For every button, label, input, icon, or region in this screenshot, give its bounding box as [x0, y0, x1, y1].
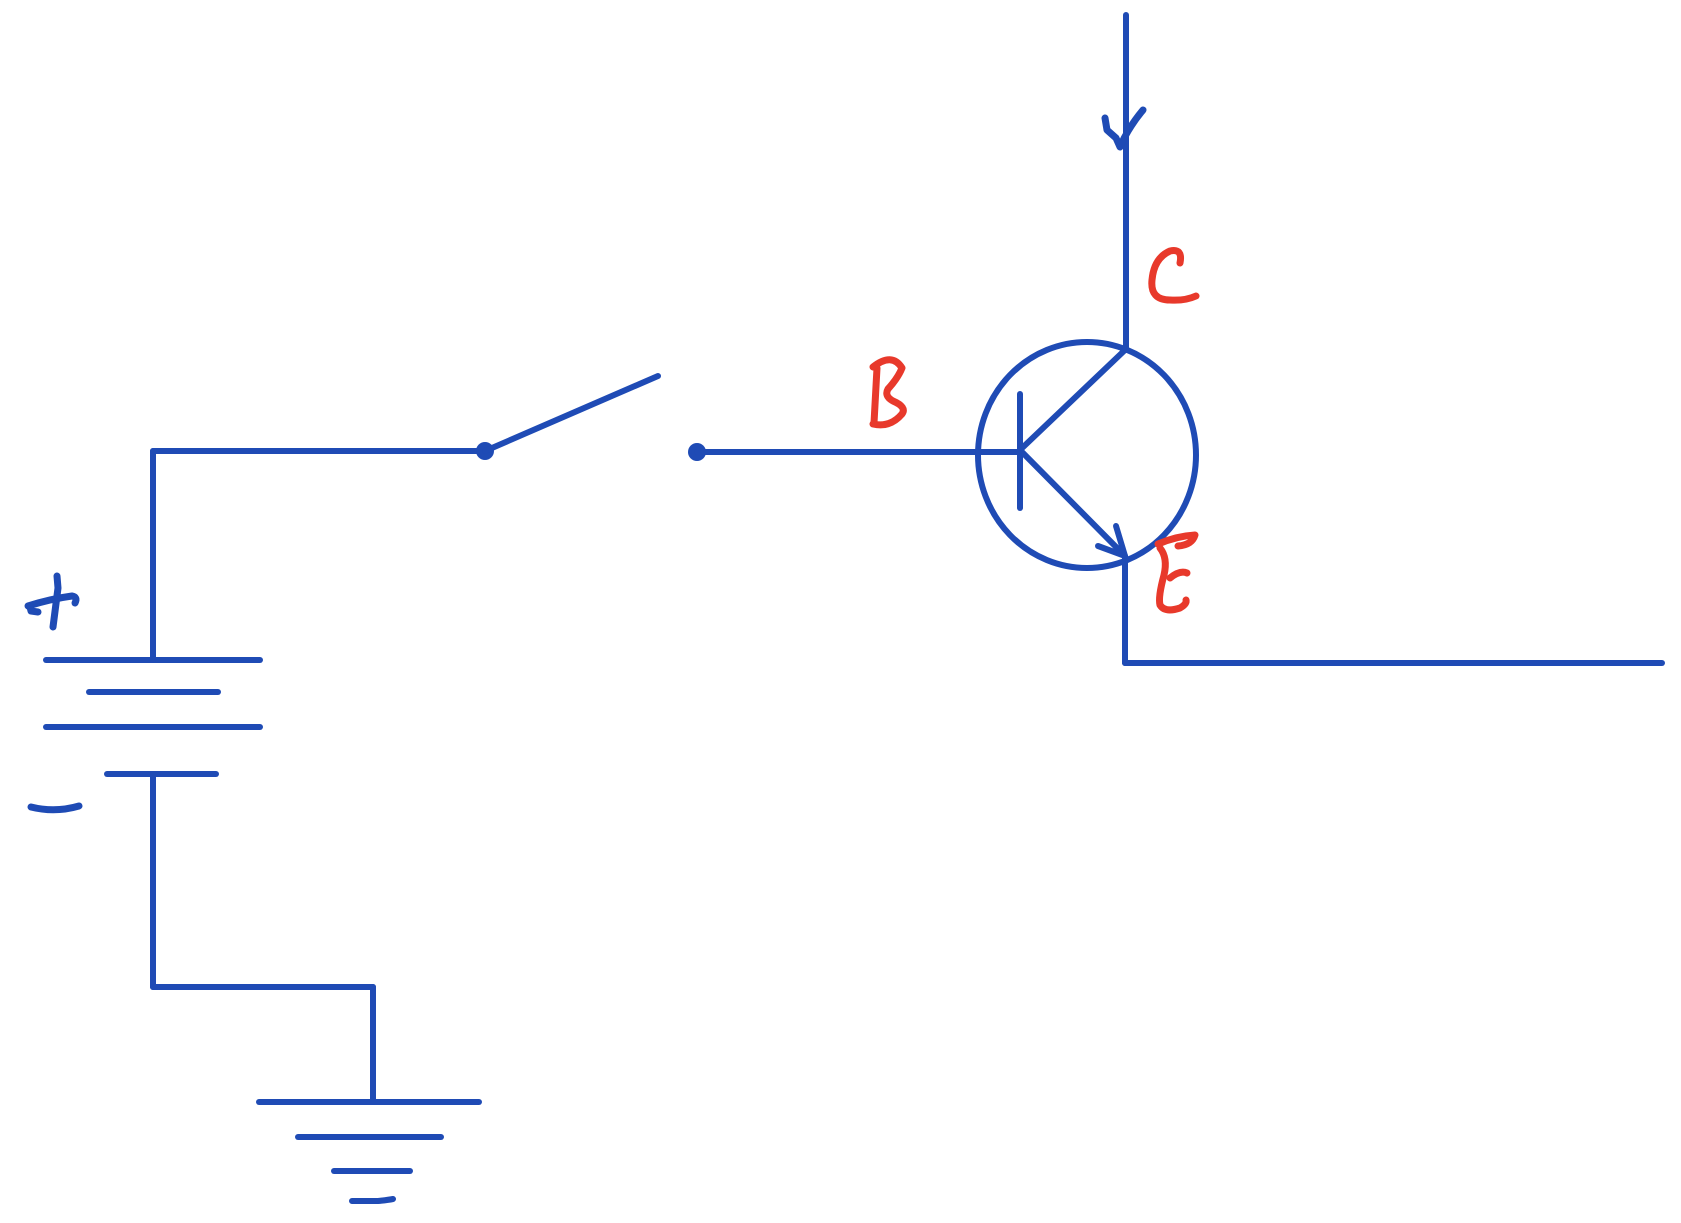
battery-positive-label: + [24, 572, 80, 631]
battery-negative-label: - [27, 802, 83, 814]
battery [43, 657, 263, 777]
svg-text:E: E [1175, 579, 1176, 581]
emitter-label: E [1154, 531, 1199, 614]
npn-transistor [975, 339, 1199, 571]
ground-symbol [256, 1099, 482, 1204]
collector-label: C [1148, 247, 1200, 304]
current-arrow [1101, 106, 1147, 151]
transistor-collector-lead [1017, 347, 1128, 453]
negative-wire [150, 771, 376, 1105]
transistor-emitter-lead [1017, 447, 1128, 559]
collector-wire [1101, 12, 1147, 353]
emitter-wire [1122, 553, 1665, 666]
transistor-envelope [975, 339, 1199, 571]
svg-text:C: C [1170, 279, 1171, 281]
base-label: B [869, 356, 907, 429]
switch [476, 373, 706, 461]
positive-wire [150, 448, 488, 663]
